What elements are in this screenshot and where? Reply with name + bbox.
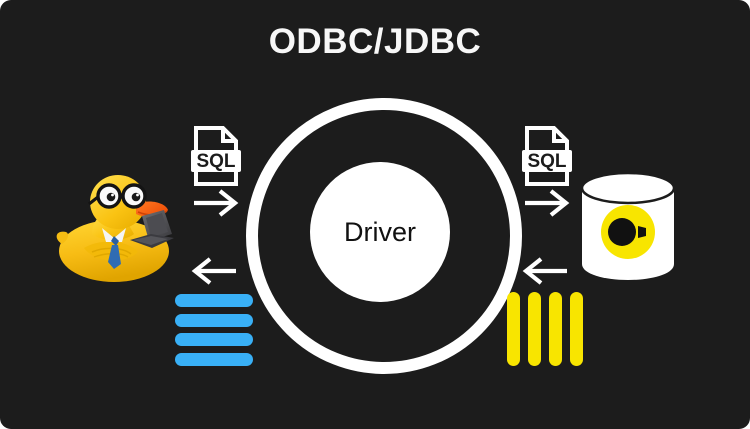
driver-component: Driver — [242, 94, 522, 374]
page-title: ODBC/JDBC — [268, 22, 482, 61]
arrow-left-icon — [522, 256, 570, 286]
row-oriented-result-bars — [175, 294, 253, 366]
arrow-right-icon — [191, 188, 239, 218]
duckdb-duck-mascot — [56, 168, 182, 286]
row-bar — [175, 352, 253, 366]
laptop-icon — [130, 210, 174, 248]
sql-file-label: SQL — [196, 151, 235, 172]
arrow-right-icon — [522, 188, 570, 218]
sql-file-label: SQL — [527, 151, 566, 172]
arrow-left-icon — [191, 256, 239, 286]
database-mark-dot — [608, 218, 636, 246]
column-bar — [528, 292, 541, 366]
column-bar — [570, 292, 583, 366]
driver-label: Driver — [344, 216, 416, 247]
database-mark-tab — [638, 226, 646, 238]
column-oriented-result-bars — [507, 292, 583, 366]
column-bar — [549, 292, 562, 366]
database-cylinder-icon — [578, 170, 678, 282]
column-bar — [507, 292, 520, 366]
glasses-icon — [88, 183, 147, 209]
sql-file-icon: SQL — [190, 125, 242, 187]
row-bar — [175, 333, 253, 347]
row-bar — [175, 313, 253, 327]
driver-core: Driver — [310, 162, 450, 302]
sql-file-icon: SQL — [521, 125, 573, 187]
row-bar — [175, 294, 253, 307]
